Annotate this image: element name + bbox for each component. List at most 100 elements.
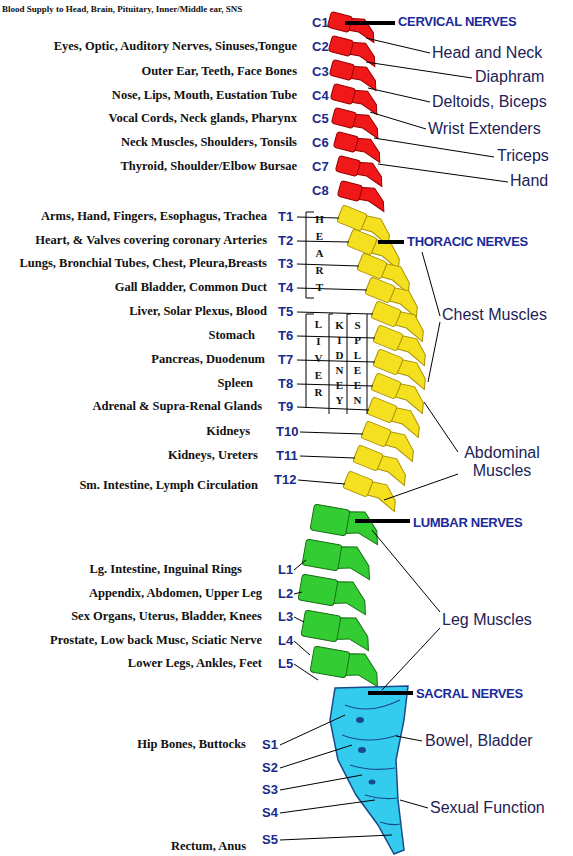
vertebra-number: T10	[276, 425, 298, 439]
sacral-foramen	[358, 747, 366, 753]
leader-line	[297, 288, 367, 290]
vertebral-body	[371, 373, 402, 399]
muscle-label: Leg Muscles	[442, 611, 532, 629]
vertebral-body	[365, 277, 396, 303]
heart-bracket	[306, 212, 314, 298]
vertebra-number: T6	[278, 329, 293, 343]
muscle-label: Bowel, Bladder	[425, 732, 533, 750]
organ-label: Gall Bladder, Common Duct	[115, 281, 267, 295]
leader-line	[382, 628, 440, 690]
spleen-bracket	[367, 314, 368, 414]
muscle-label: Wrist Extenders	[428, 120, 541, 138]
organ-label: Pancreas, Duodenum	[151, 353, 265, 367]
organ-label: Kidneys, Ureters	[168, 449, 258, 463]
organ-label: Hip Bones, Buttocks	[137, 738, 246, 752]
vertebra-number: T2	[278, 234, 293, 248]
vertebra-number: T3	[278, 257, 293, 271]
leader-line	[378, 164, 508, 182]
vertebra	[309, 645, 382, 687]
vertebral-body	[361, 421, 392, 447]
vertebra	[341, 470, 402, 512]
organ-label: Rectum, Anus	[171, 840, 246, 854]
muscle-label: Head and Neck	[432, 44, 542, 62]
organ-label: Nose, Lips, Mouth, Eustation Tube	[112, 89, 297, 103]
vertebral-body	[337, 205, 368, 231]
leader-line	[294, 592, 302, 594]
leader-line	[372, 530, 440, 612]
leader-line	[294, 641, 310, 655]
organ-label: Thyroid, Shoulder/Elbow Bursae	[120, 160, 297, 174]
leader-line	[298, 480, 345, 484]
vertebra-number: C7	[312, 160, 329, 174]
vertebra-number: L4	[278, 634, 293, 648]
leader-line	[384, 474, 458, 500]
vertebra-number: C5	[312, 112, 329, 126]
vertebral-body	[302, 539, 342, 571]
vertebra-number: C6	[312, 136, 329, 150]
vertebral-body	[335, 155, 360, 176]
vertebra-number: T11	[276, 449, 298, 463]
vertebra-number: S1	[262, 738, 278, 752]
organ-label: Lower Legs, Ankles, Feet	[128, 657, 262, 671]
organ-label: Eyes, Optic, Auditory Nerves, Sinuses,To…	[54, 40, 297, 54]
muscle-label: Triceps	[497, 147, 549, 165]
vertebra-number: L3	[278, 610, 293, 624]
vertebra-number: C3	[312, 65, 329, 79]
muscle-label: Deltoids, Biceps	[432, 93, 547, 111]
organ-bracket-label: KIDNEY	[334, 319, 345, 409]
sacrum-shape	[330, 686, 408, 854]
vertebra-number: T5	[278, 305, 293, 319]
leader-line	[366, 38, 430, 53]
vertebral-body	[337, 180, 362, 201]
header-note: Blood Supply to Head, Brain, Pituitary, …	[2, 5, 242, 15]
vertebral-body	[367, 397, 398, 423]
organ-label: Sex Organs, Uterus, Bladder, Knees	[71, 610, 262, 624]
muscle-label: Abdominal Muscles	[452, 444, 552, 479]
vertebra	[297, 573, 370, 615]
vertebral-body	[298, 574, 338, 606]
vertebra-number: T7	[278, 353, 293, 367]
vertebra-number: T8	[278, 377, 293, 391]
vertebra-number: S3	[262, 783, 278, 797]
organ-label: Stomach	[208, 329, 255, 343]
vertebra-number: T4	[278, 281, 293, 295]
organ-label: Kidneys	[206, 425, 250, 439]
organ-label: Adrenal & Supra-Renal Glands	[92, 400, 262, 414]
vertebra-number: L2	[278, 587, 293, 601]
kidney-bracket	[329, 314, 333, 414]
leader-line	[300, 432, 363, 434]
organ-label: Liver, Solar Plexus, Blood	[129, 305, 267, 319]
organ-label: Heart, & Valves covering coronary Arteri…	[35, 234, 267, 248]
vertebra	[309, 503, 382, 545]
vertebra-number: T9	[278, 400, 293, 414]
vertebral-body	[373, 325, 404, 351]
vertebral-body	[333, 131, 358, 152]
leader-line	[280, 835, 392, 840]
muscle-label: Chest Muscles	[442, 306, 547, 324]
header-pointer	[368, 691, 413, 695]
leader-line	[280, 775, 362, 790]
vertebra-number: S2	[262, 761, 278, 775]
muscle-label: Diaphram	[475, 68, 544, 86]
sacral-foramen	[356, 717, 364, 723]
organ-label: Lg. Intestine, Inguinal Rings	[90, 563, 242, 577]
header-pointer	[345, 21, 395, 25]
vertebra-number: T12	[274, 473, 296, 487]
vertebra-number: L1	[278, 563, 293, 577]
organ-label: Prostate, Low back Musc, Sciatic Nerve	[50, 634, 262, 648]
leader-line	[280, 715, 345, 745]
vertebral-body	[357, 253, 388, 279]
sacrum-detail	[342, 700, 400, 825]
vertebra-number: C4	[312, 89, 329, 103]
vertebra-number: C1	[312, 16, 329, 30]
vertebra-number: C2	[312, 40, 329, 54]
vertebral-body	[310, 504, 350, 536]
vertebral-body	[353, 445, 384, 471]
organ-bracket-label: LIVER	[313, 318, 324, 403]
vertebral-body	[329, 59, 354, 80]
region-header: THORACIC NERVES	[407, 235, 528, 249]
organ-label: Lungs, Bronchial Tubes, Chest, Pleura,Br…	[19, 257, 267, 271]
vertebral-body	[371, 301, 402, 327]
vertebral-body	[330, 83, 355, 104]
organ-label: Sm. Intestine, Lymph Circulation	[79, 479, 258, 493]
